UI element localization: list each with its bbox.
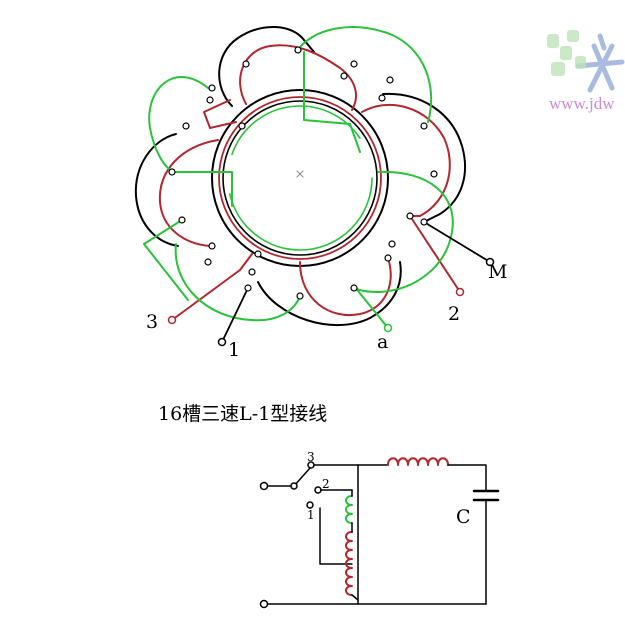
green-coil-bottom-left [174,243,301,322]
coil-branch-link [351,489,359,601]
label-a: a [377,331,388,353]
label-1: 1 [228,339,240,361]
figure-caption: 16槽三速L-1型接线 [158,403,327,425]
terminal-3 [167,315,177,325]
terminal-a [383,323,393,333]
watermark: www.jdw [547,30,625,113]
switch-tap-3-label: 3 [307,450,315,464]
terminal-1 [217,337,227,347]
label-m: M [488,261,507,283]
stator-inner-ring-red [218,96,382,260]
red-coils [158,44,461,321]
lead-m [423,221,491,263]
red-lead-2 [409,215,461,293]
switch-tap-1 [306,501,314,509]
capacitor-label: C [456,506,471,528]
terminal-m [485,257,495,267]
switch-tap-2-label: 2 [322,477,330,491]
lead-1 [221,287,249,343]
green-inner-bar-2 [303,51,361,153]
supply-terminal-bottom [259,599,269,609]
terminal-2 [455,287,465,297]
red-lead-3 [171,253,253,321]
switch-tap-2 [314,486,322,494]
wire-tap-1 [319,507,353,565]
red-coil-left [158,139,219,247]
green-coil-right [352,170,454,293]
coil-left [134,133,179,247]
slot-points [168,46,438,300]
schematic: 3 2 1 C [259,450,500,609]
coil-bottom [257,261,402,327]
green-lead-a [353,285,389,329]
green-coil-top-right [295,26,433,123]
label-2: 2 [448,303,460,325]
green-inner-bar [173,171,233,207]
green-lead-3 [143,219,189,301]
switch-tap-1-label: 1 [307,508,315,522]
black-coils [134,25,466,327]
stator-ring-green [227,105,373,251]
center-mark [296,170,304,178]
black-leads [221,221,491,343]
watermark-glyphs [547,30,586,76]
stator-rings [211,89,389,267]
switch-pivot [290,482,298,490]
coil-aux [387,457,449,466]
green-coil-top-left [148,76,209,173]
stator-inner-ring [222,100,378,256]
coil-red [345,531,353,596]
red-connector [203,99,237,129]
red-coil-bottom [299,257,392,316]
coil-right [382,92,466,223]
stator-outer-ring [211,89,389,267]
green-coils [143,26,454,329]
winding-diagram: M 2 3 1 a [134,25,507,361]
terminals [167,257,495,347]
supply-terminal-top [259,481,269,491]
label-3: 3 [146,311,158,333]
watermark-url: www.jdw [549,94,615,113]
wire-aux-out [447,464,487,491]
switch-blade [293,467,311,487]
coil-top-left [218,25,315,107]
coil-green [345,495,353,524]
red-coil-right [361,103,451,217]
